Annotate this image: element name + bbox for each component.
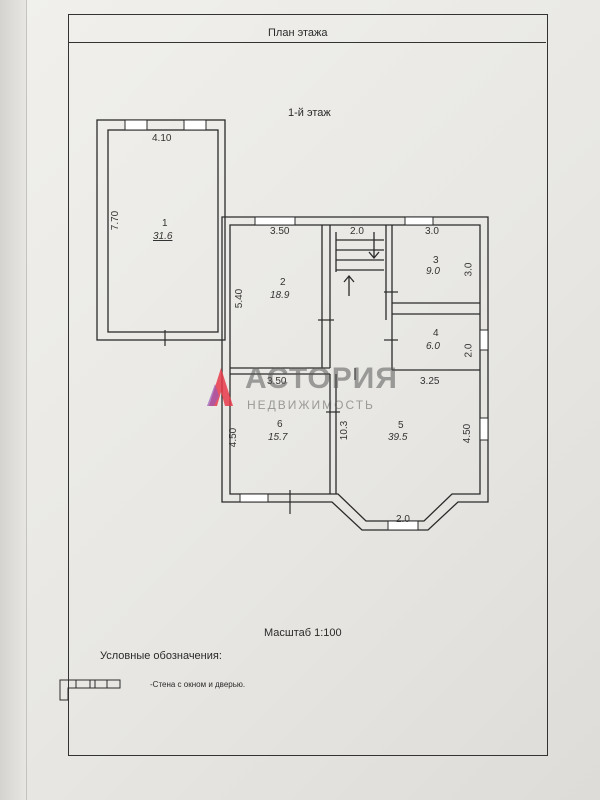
dim-room-5-height: 4.50 bbox=[462, 423, 474, 444]
legend-item-text: -Стена с окном и дверью. bbox=[150, 680, 246, 689]
floor-label: 1-й этаж bbox=[288, 107, 331, 119]
dim-room-2-width: 3.50 bbox=[270, 226, 290, 237]
room-4-area: 6.0 bbox=[426, 341, 440, 352]
scale-label: Масштаб 1:100 bbox=[264, 627, 342, 639]
room-3-number: 3 bbox=[433, 255, 439, 266]
room-4-number: 4 bbox=[433, 328, 439, 339]
room-3-area: 9.0 bbox=[426, 266, 440, 277]
dim-room-6-height: 4.50 bbox=[228, 427, 240, 448]
dim-room-1-height: 7.70 bbox=[110, 210, 122, 231]
room-2-area: 18.9 bbox=[270, 290, 290, 301]
room-1-number: 1 bbox=[162, 218, 168, 229]
room-5-area: 39.5 bbox=[388, 432, 408, 443]
room-1-inner-wall bbox=[107, 129, 219, 333]
dim-room-5-width: 3.25 bbox=[420, 376, 440, 387]
dim-bay-width: 2.0 bbox=[396, 514, 410, 525]
room-1-outer-wall bbox=[96, 119, 226, 341]
plan-title: План этажа bbox=[268, 27, 328, 39]
dim-room-3-height: 3.0 bbox=[463, 262, 475, 277]
room-1-area: 31.6 bbox=[153, 231, 173, 242]
watermark-line-1: АСТОРИЯ bbox=[245, 362, 398, 395]
room-6-number: 6 bbox=[277, 419, 283, 430]
room-6-area: 15.7 bbox=[268, 432, 288, 443]
legend-symbol bbox=[59, 679, 121, 701]
room-2-number: 2 bbox=[280, 277, 286, 288]
dim-room-1-width: 4.10 bbox=[152, 133, 172, 144]
dim-room-6-width: 3.50 bbox=[267, 376, 287, 387]
astoria-logo-icon bbox=[207, 368, 233, 406]
watermark-line-2: НЕДВИЖИМОСТЬ bbox=[247, 398, 375, 412]
room-5-number: 5 bbox=[398, 420, 404, 431]
dim-room-4-height: 2.0 bbox=[463, 343, 475, 358]
legend-title: Условные обозначения: bbox=[100, 650, 222, 662]
title-block bbox=[68, 14, 546, 43]
drawing-frame bbox=[68, 14, 548, 756]
adjacent-page-edge bbox=[0, 0, 27, 800]
dim-room-2-height: 5.40 bbox=[234, 288, 246, 309]
dim-room-3-width: 3.0 bbox=[425, 226, 439, 237]
dim-room-5-length: 10.3 bbox=[339, 420, 351, 441]
dim-stair-width: 2.0 bbox=[350, 226, 364, 237]
